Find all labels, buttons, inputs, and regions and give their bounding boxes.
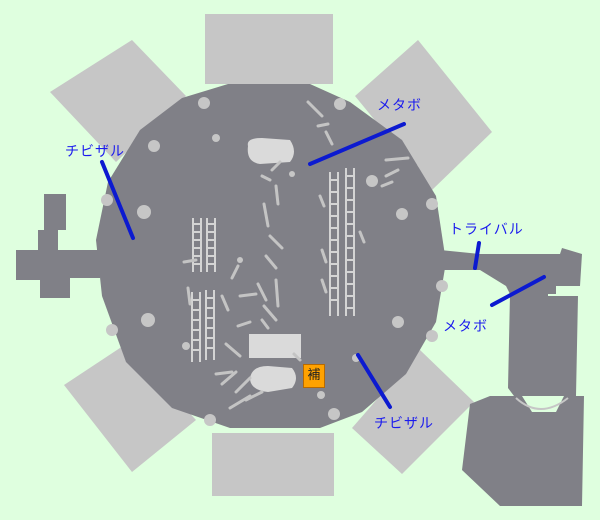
room-south: [212, 433, 334, 496]
label-chibizaru-left: チビザル: [65, 144, 125, 160]
southeast-building: [462, 396, 584, 506]
label-metabo-right: メタボ: [443, 319, 488, 335]
marker-metabo-top: [308, 122, 406, 166]
enemy-markers: [100, 122, 546, 409]
room-southeast: [352, 350, 474, 474]
debris: [182, 100, 410, 410]
pillars: [101, 97, 448, 426]
marker-chibizaru-left: [100, 160, 135, 240]
floor: [16, 84, 584, 506]
arena: [96, 84, 446, 428]
ladders: [191, 168, 355, 362]
west-corridor: [16, 194, 100, 298]
label-chibizaru-bottom: チビザル: [374, 416, 434, 432]
outer-rooms: [50, 14, 492, 496]
east-corridor: [440, 248, 582, 294]
room-northwest: [50, 40, 186, 162]
label-tribal: トライバル: [449, 222, 524, 238]
center-structures: [247, 138, 301, 392]
south-structure: [250, 366, 296, 392]
southeast-arc: [515, 397, 569, 410]
room-southwest: [64, 344, 196, 472]
ladder-left-lower: [191, 290, 215, 362]
room-northeast: [355, 40, 492, 190]
label-metabo-top: メタボ: [377, 98, 422, 114]
supply-point-marker[interactable]: 補: [303, 364, 325, 388]
room-north: [205, 14, 333, 84]
north-structure: [247, 138, 294, 164]
east-building: [508, 290, 578, 396]
ladder-right: [329, 168, 355, 316]
central-block: [249, 334, 301, 358]
marker-tribal: [473, 241, 481, 270]
marker-metabo-right: [490, 275, 546, 307]
marker-chibizaru-bottom: [356, 353, 392, 409]
ladder-left-upper: [192, 218, 216, 272]
